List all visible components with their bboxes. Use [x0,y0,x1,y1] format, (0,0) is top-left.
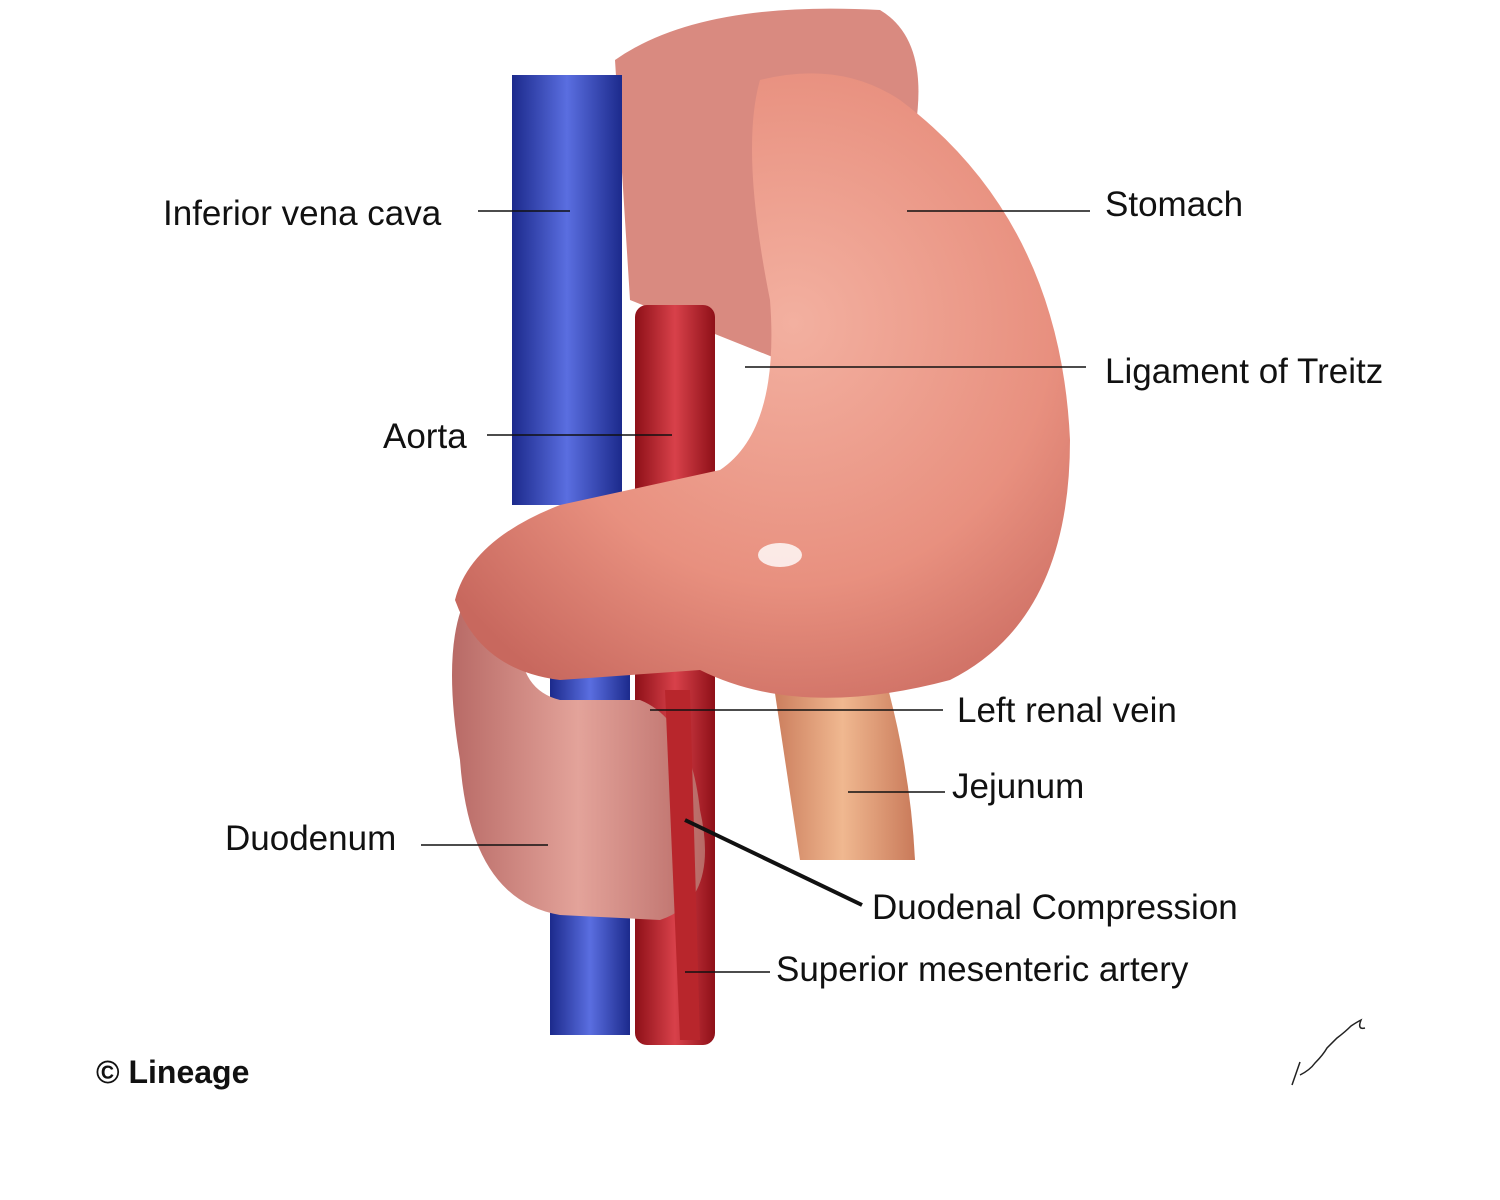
label-inferior-vena-cava: Inferior vena cava [163,194,442,233]
aorta [635,305,715,1045]
label-duodenum: Duodenum [225,819,397,858]
label-aorta: Aorta [383,417,467,456]
label-stomach: Stomach [1105,185,1244,224]
stomach [455,73,1070,698]
label-superior-mesenteric-artery: Superior mesenteric artery [776,950,1189,989]
label-jejunum: Jejunum [952,767,1085,806]
label-duodenal-compression: Duodenal Compression [872,888,1238,927]
duodenum [452,590,705,920]
superior-mesenteric-artery [665,690,700,1040]
stomach-highlight [758,543,802,567]
copyright-notice: © Lineage [96,1054,250,1090]
artist-signature [1291,1018,1366,1086]
label-left-renal-vein: Left renal vein [957,691,1177,730]
inferior-vena-cava [512,75,622,505]
leader-lines [421,210,1090,973]
label-ligament-of-treitz: Ligament of Treitz [1105,352,1384,391]
